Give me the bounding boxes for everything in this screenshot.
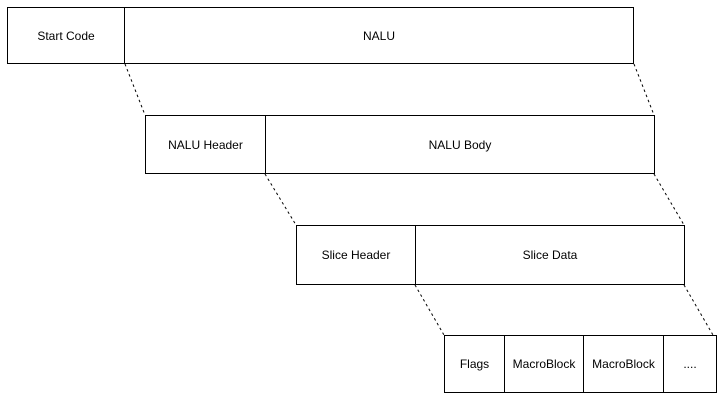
- diagram-row-nalu-decomposition: NALU Header NALU Body: [145, 115, 655, 174]
- connector-slicedata-to-ellipsis: [683, 284, 714, 336]
- box-macroblock-1: MacroBlock: [504, 335, 584, 393]
- diagram-row-nalu-body-decomposition: Slice Header Slice Data: [296, 225, 685, 285]
- diagram-row-slice-data-decomposition: Flags MacroBlock MacroBlock ....: [444, 335, 717, 393]
- box-start-code: Start Code: [7, 7, 125, 64]
- box-slice-data: Slice Data: [415, 225, 685, 285]
- connector-nalu-to-nalubody: [633, 63, 655, 116]
- connector-nalubody-to-slicedata: [653, 173, 685, 226]
- diagram-row-nalu-unit: Start Code NALU: [7, 7, 634, 64]
- box-ellipsis: ....: [663, 335, 717, 393]
- connector-sliceheader-to-flags: [414, 284, 445, 336]
- box-flags: Flags: [444, 335, 505, 393]
- box-nalu: NALU: [124, 7, 634, 64]
- box-macroblock-2: MacroBlock: [583, 335, 664, 393]
- connector-naluheader-to-sliceheader: [264, 173, 297, 226]
- box-nalu-body: NALU Body: [265, 115, 655, 174]
- box-nalu-header: NALU Header: [145, 115, 266, 174]
- connector-startcode-to-naluheader: [124, 63, 146, 116]
- box-slice-header: Slice Header: [296, 225, 416, 285]
